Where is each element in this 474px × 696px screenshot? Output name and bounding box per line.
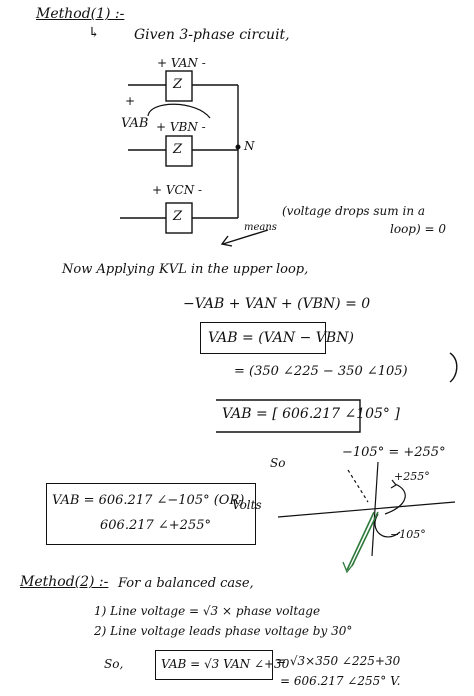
phasor-sketch [277,461,456,557]
method1-heading: Method(1) :- [36,6,125,22]
method2-item-1: 1) Line voltage = √3 × phase voltage [94,604,321,618]
so-label-2: So, [104,657,124,671]
annotation-line1: (voltage drops sum in a [282,204,426,218]
formula-text: VAB = √3 VAN ∠+30 [161,657,290,671]
phasor-minus105-label: −105° [390,528,426,541]
result-box [46,483,256,545]
equation-4: VAB = [ 606.217 ∠105° ] [222,406,400,422]
calc-line-2: = 606.217 ∠255° V. [280,674,401,688]
result-line-2: 606.217 ∠+255° [100,518,211,533]
equation-2: VAB = (VAN − VBN) [208,330,354,346]
node-dot [235,144,241,150]
vab-label: VAB [121,116,149,131]
given-text: Given 3-phase circuit, [134,27,290,43]
method2-heading: Method(2) :- [20,574,109,590]
angle-equivalence: −105° = +255° [342,445,446,460]
equation-2-box [200,322,326,354]
node-n-label: N [244,139,255,153]
equation-1: −VAB + VAN + (VBN) = 0 [183,296,371,312]
result-line-1: VAB = 606.217 ∠−105° (OR) [52,493,245,508]
means-label: means [244,222,277,233]
phase-c-z: Z [173,209,183,224]
phase-b-z: Z [173,142,183,157]
arrow-icon: ↳ [88,25,100,41]
phase-a-z: Z [173,77,183,92]
vcn-label: + VCN - [152,183,203,197]
calc-line-1: = √3×350 ∠225+30 [276,654,401,668]
phasor-plus255-label: +255° [394,470,430,483]
equation-3: = (350 ∠225 − 350 ∠105) [234,364,408,379]
applying-text: Now Applying KVL in the upper loop, [62,262,309,277]
volts-label: Volts [232,498,262,512]
plus-sign-a: + [125,94,136,108]
van-label: + VAN - [157,56,206,70]
so-label-1: So [270,456,286,470]
formula-box [155,650,273,680]
method2-intro: For a balanced case, [118,576,254,591]
method2-item-2: 2) Line voltage leads phase voltage by 3… [94,624,353,638]
annotation-line2: loop) = 0 [390,222,446,236]
vbn-label: + VBN - [156,120,206,134]
